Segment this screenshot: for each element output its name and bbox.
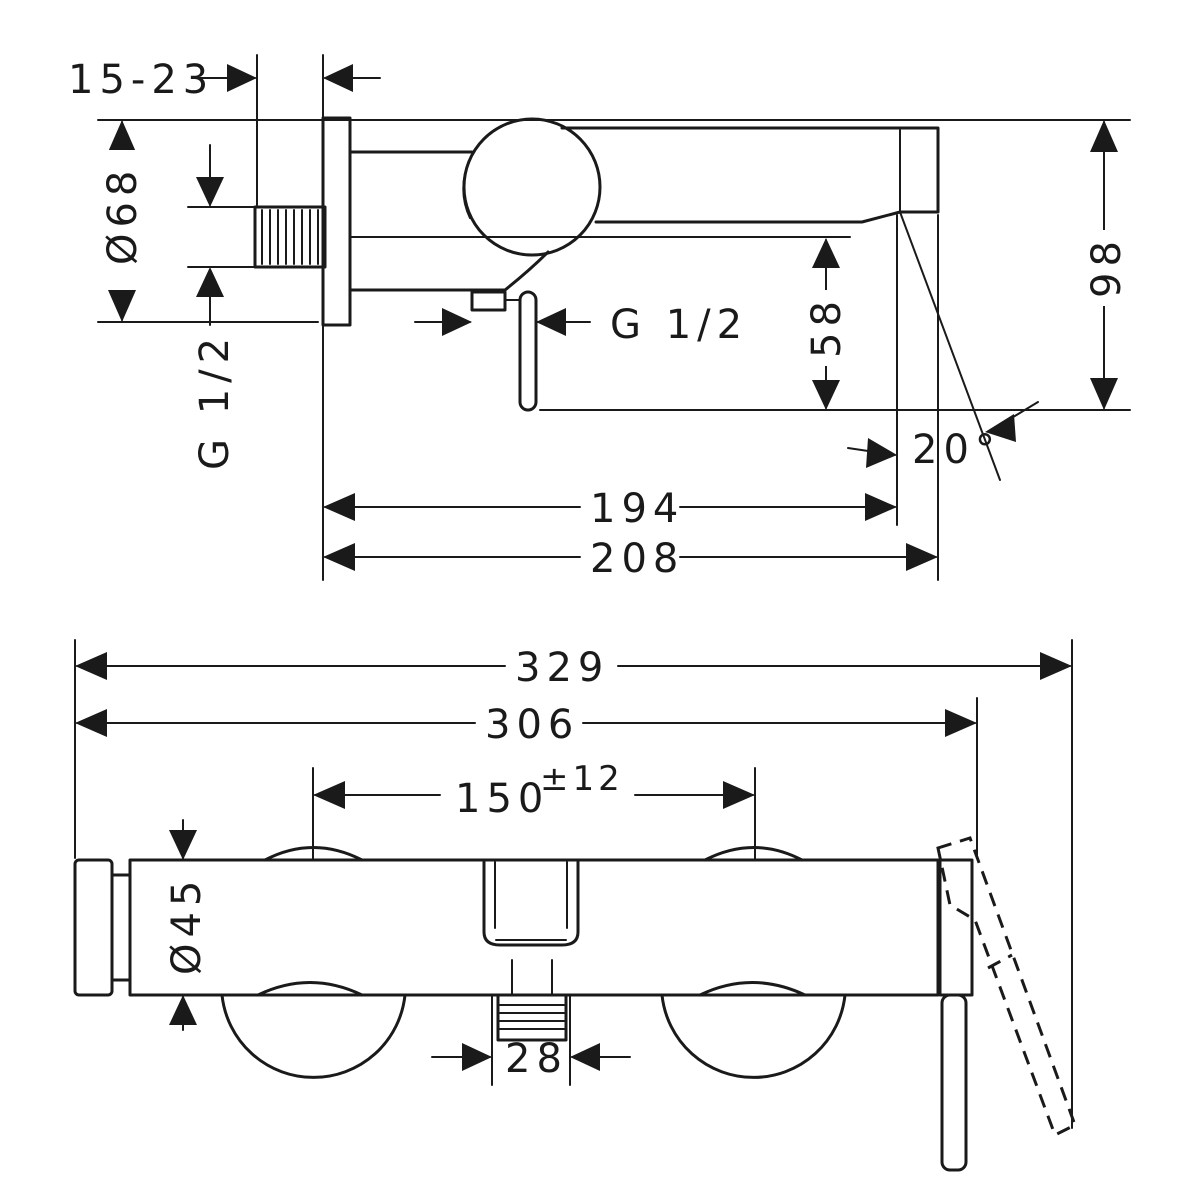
- dim-arrow: [945, 709, 977, 737]
- right-rosette-bottom: [660, 993, 847, 1079]
- dim-outlet-thread-label: G 1/2: [610, 302, 748, 348]
- dim-arrow: [985, 414, 1016, 442]
- dim-arrow: [570, 1043, 600, 1071]
- cartridge-edge: [462, 159, 471, 219]
- dim-arrow: [1040, 652, 1072, 680]
- label-mask: [1084, 230, 1124, 306]
- dim-28-label: 28: [505, 1036, 568, 1082]
- dim-arrow: [1090, 120, 1118, 152]
- spout: [560, 126, 940, 224]
- dim-arrow: [323, 493, 355, 521]
- dim-15-23-label: 15-23: [68, 57, 214, 103]
- spout-neck: [511, 959, 553, 996]
- spout-block-detail: [494, 861, 568, 941]
- outlet-nut: [470, 290, 507, 312]
- dim-arrow: [313, 781, 345, 809]
- right-rosette-inner: [698, 981, 807, 997]
- connector-thread: [261, 209, 319, 265]
- dim-329-label: 329: [515, 645, 609, 691]
- dim-side-thread-label: G 1/2: [192, 332, 238, 470]
- dim-diameter-45-label: Ø45: [164, 875, 210, 975]
- dim-arrow: [906, 543, 938, 571]
- dim-arrow: [227, 64, 257, 92]
- dim-208-label: 208: [590, 536, 684, 582]
- dim-arrow: [442, 308, 472, 336]
- dim-angle-label: 20°: [912, 427, 1001, 473]
- dim-98-label: 98: [1084, 235, 1130, 298]
- side-view: 15-23 Ø68 G 1/2 G 1/2 58 98 20°: [68, 54, 1131, 582]
- dim-arrow: [1090, 378, 1118, 410]
- dim-arrow: [196, 267, 224, 297]
- dim-arrow: [812, 380, 840, 410]
- lever-neck: [503, 250, 550, 292]
- dim-306-label: 306: [485, 702, 579, 748]
- main-body: [128, 858, 940, 997]
- dim-arrow: [865, 493, 897, 521]
- wall-flange: [321, 116, 352, 327]
- outlet-thread: [499, 1004, 565, 1030]
- dim-arrow: [866, 438, 897, 468]
- dim-194-label: 194: [590, 486, 684, 532]
- spout-block: [482, 860, 580, 947]
- dim-arrow: [812, 238, 840, 268]
- left-rosette-inner: [256, 981, 364, 997]
- dim-arrow: [323, 543, 355, 571]
- side-connector: [253, 205, 327, 269]
- dim-arrow: [75, 652, 107, 680]
- right-rosette-top: [703, 846, 804, 862]
- mixer-body: [348, 150, 507, 292]
- dim-58-label: 58: [804, 295, 850, 358]
- dim-diameter-68-label: Ø68: [100, 165, 146, 265]
- dim-arrow: [169, 830, 197, 860]
- dim-arrow: [108, 120, 136, 152]
- outlet-connector: [496, 993, 568, 1042]
- left-rosette-bottom: [220, 993, 407, 1079]
- dim-arrow: [723, 781, 755, 809]
- dim-arrow: [323, 64, 353, 92]
- dim-arrow: [536, 308, 566, 336]
- front-view: 329 306 150 ±12 Ø45 28: [73, 639, 1077, 1172]
- dim-arrow: [169, 995, 197, 1025]
- lever-front: [940, 993, 968, 1172]
- cartridge-circle: [462, 117, 602, 257]
- lever-rotated-dashed-joint: [987, 953, 1013, 970]
- dim-arrow: [108, 290, 136, 322]
- lever-rotated-dashed: [936, 836, 1077, 1138]
- front-extension-lines: [74, 639, 1073, 1129]
- left-end-step: [110, 873, 132, 982]
- lever-handle: [518, 290, 538, 412]
- label-mask: [100, 150, 144, 290]
- left-end-cap: [73, 858, 114, 997]
- dim-arrow: [196, 177, 224, 207]
- dim-150-label: 150: [455, 776, 549, 822]
- dim-arrow: [462, 1043, 492, 1071]
- label-mask: [806, 290, 846, 366]
- extension-lines: [97, 54, 1131, 581]
- dim-arrow: [75, 709, 107, 737]
- dim-150-tolerance: ±12: [540, 759, 624, 799]
